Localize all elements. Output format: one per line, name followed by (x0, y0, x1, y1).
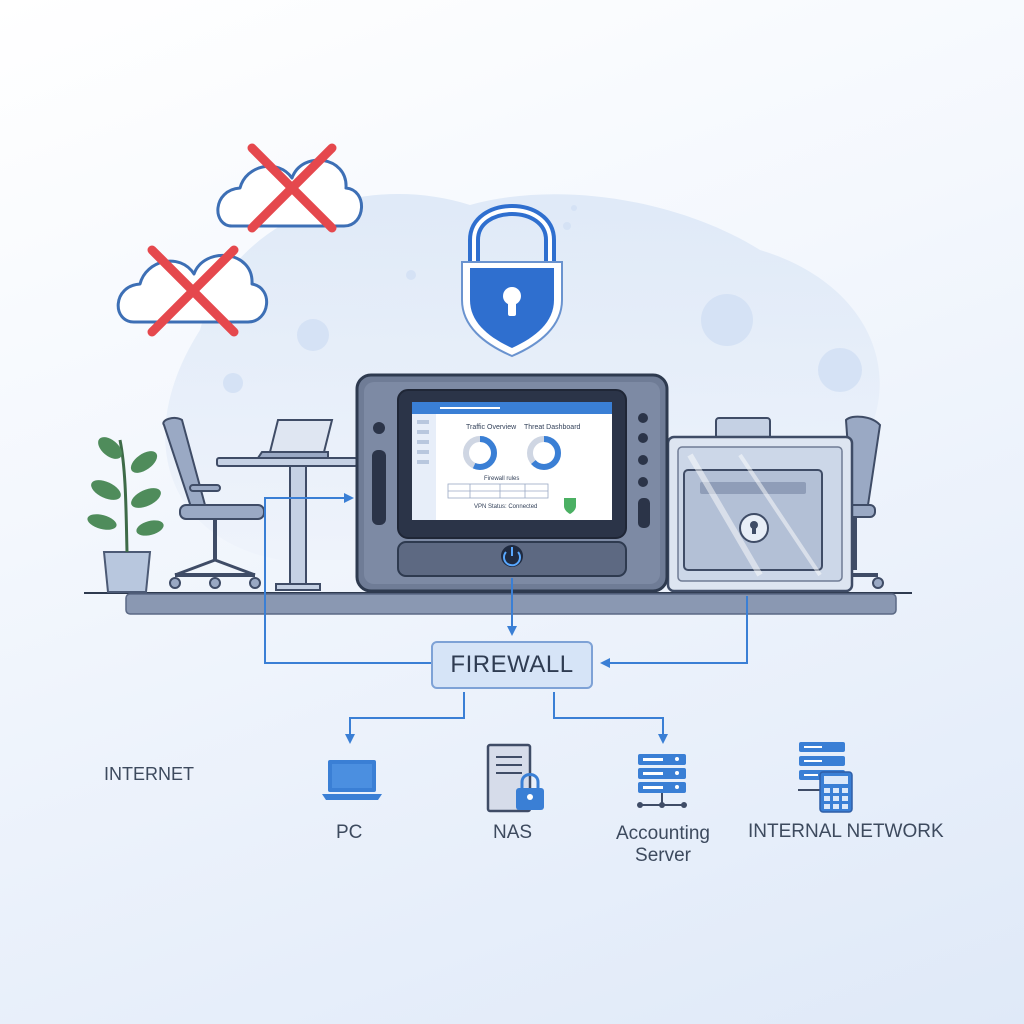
vpn-shield-badge (564, 498, 576, 514)
internet-label: INTERNET (104, 764, 194, 784)
internal-network-icon (798, 742, 853, 813)
firewall-node: FIREWALL (431, 641, 593, 689)
standing-desk (216, 457, 358, 591)
arrow-firewall-to-appliance (264, 493, 431, 664)
dashboard-vpn-status: VPN Status: Connected (474, 504, 538, 510)
bubble (406, 270, 416, 280)
bubble (297, 319, 329, 351)
office-chair-icon (162, 416, 265, 589)
server-rack-icon (637, 754, 687, 808)
rules-table (447, 483, 549, 499)
donut-chart-left (463, 436, 497, 470)
bubble (818, 348, 862, 392)
arrow-firewall-to-server (553, 692, 668, 744)
secure-server-enclosure (666, 417, 854, 593)
accounting-server-label: Accounting Server (615, 823, 710, 866)
arrow-firewall-to-pc (345, 692, 465, 744)
firewall-label: FIREWALL (450, 651, 574, 678)
arrow-enclosure-to-firewall (600, 596, 748, 668)
bubble (563, 222, 571, 230)
blocked-cloud-top (216, 143, 363, 233)
dashboard-table-title: Firewall rules (484, 476, 520, 482)
plant-icon (87, 437, 164, 593)
nas-label: NAS (493, 822, 533, 843)
bubble (223, 373, 243, 393)
power-icon[interactable] (501, 545, 523, 567)
server-tower-lock-icon (486, 743, 544, 813)
blocked-cloud-bottom (116, 245, 269, 337)
laptop-icon (322, 760, 382, 800)
calculator-icon (819, 771, 853, 813)
padlock-shield-icon (461, 204, 563, 358)
laptop-icon (256, 419, 334, 459)
cross-icon (247, 143, 337, 233)
donut-chart-right (527, 436, 561, 470)
padlock-icon (739, 513, 769, 543)
cross-icon (147, 245, 239, 337)
connection-arrows (264, 493, 748, 744)
pc-label: PC (336, 822, 363, 843)
dashboard-panel-left-title: Traffic Overview (466, 424, 517, 431)
internal-network-label: INTERNAL NETWORK (748, 821, 944, 842)
bubble (701, 294, 753, 346)
dashboard-screen (412, 402, 612, 520)
dashboard-panel-right-title: Threat Dashboard (524, 424, 581, 431)
bubble (571, 205, 577, 211)
